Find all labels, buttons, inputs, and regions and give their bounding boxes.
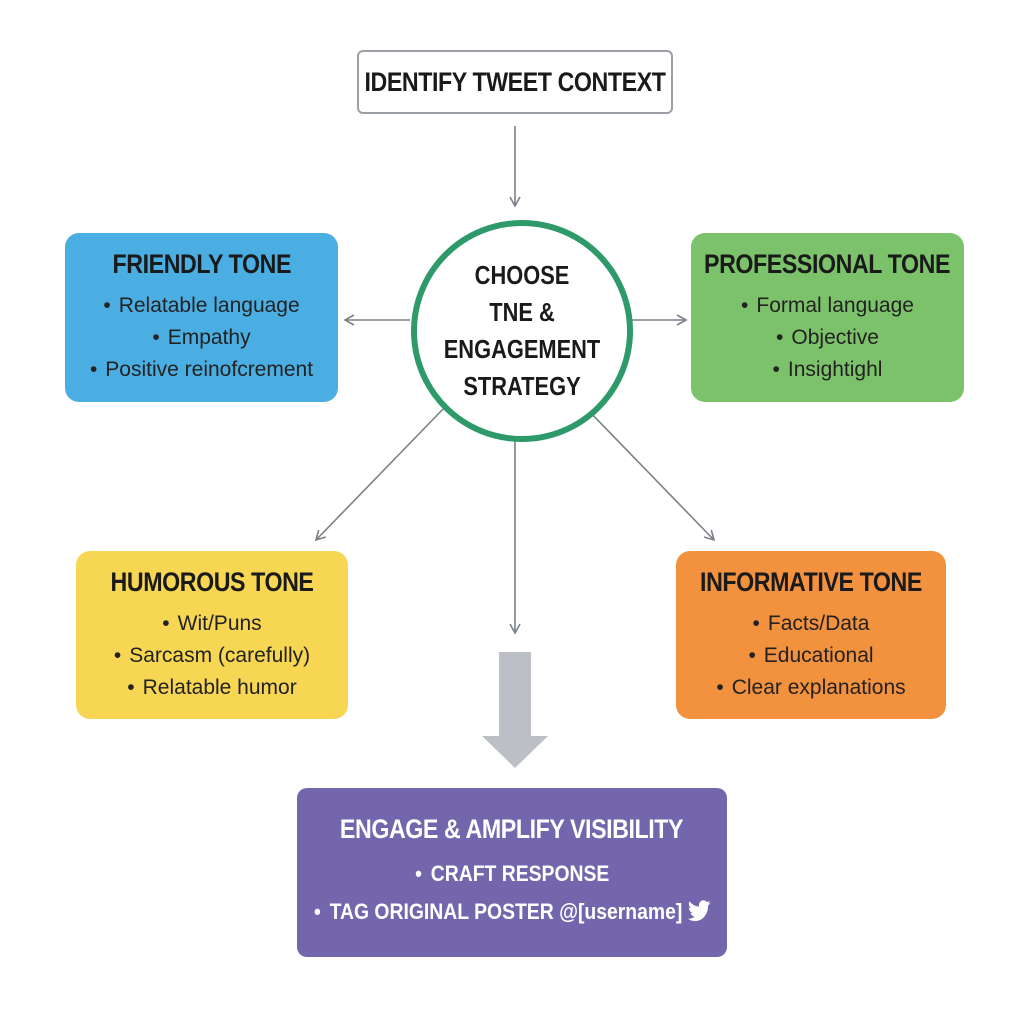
list-item: Sarcasm (carefully) <box>114 640 310 672</box>
craft-response-label: CRAFT RESPONSE <box>430 861 610 886</box>
tag-poster-label: TAG ORIGINAL POSTER @[username] <box>329 899 683 924</box>
list-item: Relatable language <box>90 290 313 322</box>
list-item: Educational <box>716 640 905 672</box>
professional-tone-box: PROFESSIONAL TONE Formal language Object… <box>691 233 964 402</box>
arrow-center-to-humorous <box>314 405 447 542</box>
list-item: TAG ORIGINAL POSTER @[username] <box>314 893 710 931</box>
professional-tone-title: PROFESSIONAL TONE <box>704 249 951 279</box>
humorous-tone-list: Wit/Puns Sarcasm (carefully) Relatable h… <box>114 608 310 704</box>
list-item: Insightighl <box>741 354 914 386</box>
list-item: CRAFT RESPONSE <box>314 855 710 893</box>
engage-amplify-list: CRAFT RESPONSE TAG ORIGINAL POSTER @[use… <box>287 855 738 931</box>
big-down-arrow <box>482 652 548 768</box>
humorous-tone-title: HUMOROUS TONE <box>110 566 314 597</box>
friendly-tone-box: FRIENDLY TONE Relatable language Empathy… <box>65 233 338 402</box>
friendly-tone-list: Relatable language Empathy Positive rein… <box>90 290 313 386</box>
identify-context-box: IDENTIFY TWEET CONTEXT <box>357 50 673 114</box>
informative-tone-box: INFORMATIVE TONE Facts/Data Educational … <box>676 551 946 719</box>
list-item: Empathy <box>90 322 313 354</box>
identify-context-title: IDENTIFY TWEET CONTEXT <box>364 66 666 97</box>
professional-tone-list: Formal language Objective Insightighl <box>741 290 914 386</box>
engage-amplify-title: ENGAGE & AMPLIFY VISIBILITY <box>340 814 684 844</box>
list-item: Facts/Data <box>716 608 905 640</box>
list-item: Formal language <box>741 290 914 322</box>
friendly-tone-title: FRIENDLY TONE <box>112 249 291 279</box>
informative-tone-list: Facts/Data Educational Clear explanation… <box>716 608 906 704</box>
humorous-tone-box: HUMOROUS TONE Wit/Puns Sarcasm (carefull… <box>76 551 348 719</box>
arrow-center-to-informative <box>585 407 716 542</box>
engage-amplify-box: ENGAGE & AMPLIFY VISIBILITY CRAFT RESPON… <box>297 788 727 957</box>
twitter-bird-icon <box>687 900 710 922</box>
informative-tone-title: INFORMATIVE TONE <box>700 566 922 597</box>
list-item: Relatable humor <box>114 672 310 704</box>
list-item: Positive reinofcrement <box>90 354 313 386</box>
list-item: Wit/Puns <box>114 608 310 640</box>
list-item: Clear explanations <box>716 672 906 704</box>
list-item: Objective <box>741 322 914 354</box>
